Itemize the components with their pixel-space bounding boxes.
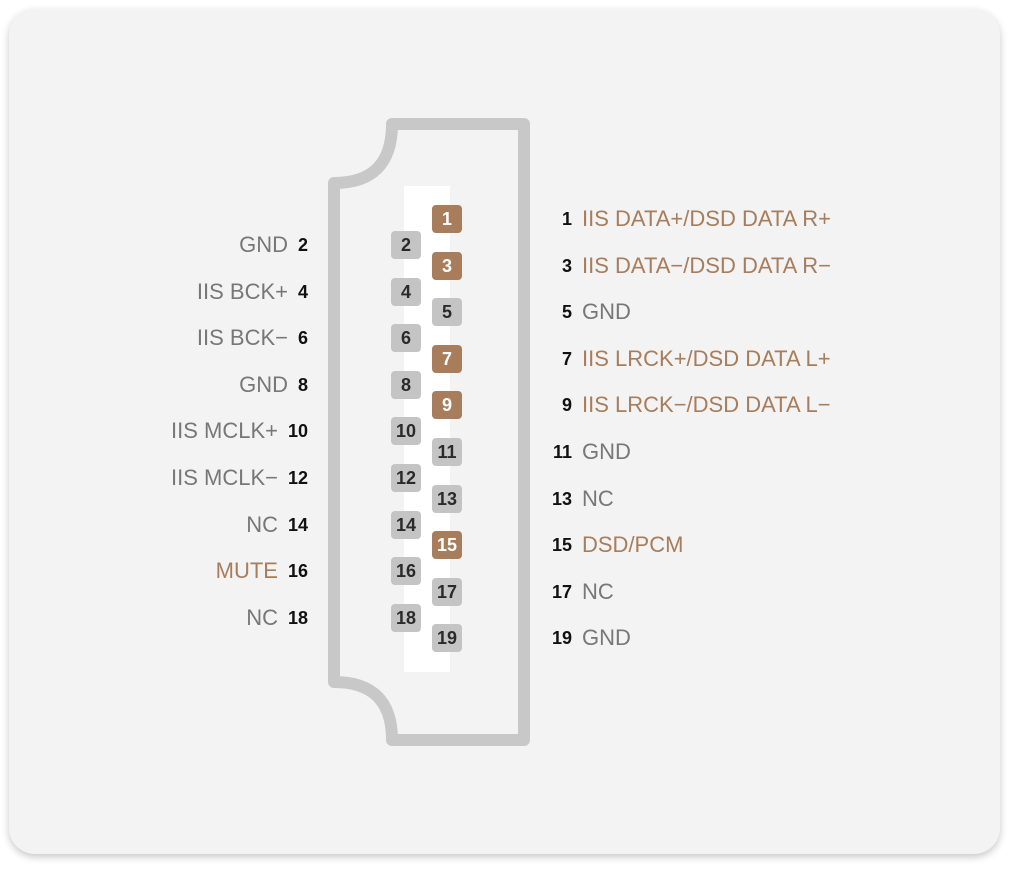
- pin-row-10: IIS MCLK+ 10: [171, 416, 308, 446]
- pin-label: IIS LRCK+/DSD DATA L+: [582, 346, 831, 371]
- pin-9: 9: [432, 391, 462, 419]
- pin-label: DSD/PCM: [582, 532, 684, 557]
- pin-row-4: IIS BCK+ 4: [197, 277, 308, 307]
- pin-number: 16: [287, 560, 308, 581]
- pin-label: GND: [239, 232, 288, 257]
- pin-6: 6: [391, 324, 421, 352]
- pin-label: GND: [582, 299, 631, 324]
- pin-row-9: 9 IIS LRCK−/DSD DATA L−: [540, 390, 831, 420]
- pin-row-3: 3 IIS DATA−/DSD DATA R−: [540, 251, 831, 281]
- pin-label: IIS BCK+: [196, 279, 288, 304]
- pin-number: 6: [297, 327, 308, 348]
- pin-7: 7: [432, 345, 462, 373]
- pin-3: 3: [432, 252, 462, 280]
- pin-row-17: 17 NC: [540, 577, 614, 607]
- pin-label: NC: [246, 605, 278, 630]
- pin-label: GND: [239, 372, 288, 397]
- pin-number: 5: [561, 301, 572, 322]
- pin-label: MUTE: [215, 558, 278, 583]
- pin-number: 2: [297, 234, 308, 255]
- pin-number: 8: [297, 374, 308, 395]
- pin-label: IIS LRCK−/DSD DATA L−: [582, 392, 831, 417]
- pin-label: NC: [582, 579, 614, 604]
- pin-row-6: IIS BCK− 6: [197, 323, 308, 353]
- pin-4: 4: [391, 278, 421, 306]
- pin-label: NC: [582, 486, 614, 511]
- pin-row-16: MUTE 16: [216, 556, 308, 586]
- pin-8: 8: [391, 371, 421, 399]
- pin-11: 11: [432, 438, 462, 466]
- pin-number: 19: [551, 627, 572, 648]
- pin-label: GND: [582, 625, 631, 650]
- pin-number: 3: [561, 255, 572, 276]
- pin-number: 4: [297, 281, 308, 302]
- pin-number: 12: [287, 467, 308, 488]
- pin-label: IIS BCK−: [196, 325, 288, 350]
- pin-10: 10: [391, 417, 421, 445]
- pin-number: 11: [552, 441, 572, 462]
- pin-label: IIS DATA+/DSD DATA R+: [582, 206, 831, 231]
- pin-13: 13: [432, 485, 462, 513]
- pin-row-15: 15 DSD/PCM: [540, 530, 683, 560]
- pin-label: IIS MCLK+: [170, 418, 278, 443]
- pin-number: 18: [287, 607, 308, 628]
- pin-label: GND: [582, 439, 631, 464]
- pin-number: 1: [561, 208, 572, 229]
- connector-shell: [328, 118, 530, 746]
- pin-row-1: 1 IIS DATA+/DSD DATA R+: [540, 204, 831, 234]
- diagram-card: [9, 9, 1000, 854]
- pin-label: NC: [246, 512, 278, 537]
- pin-1: 1: [432, 205, 462, 233]
- pin-label: IIS DATA−/DSD DATA R−: [582, 253, 831, 278]
- pin-5: 5: [432, 298, 462, 326]
- pin-number: 10: [287, 420, 308, 441]
- pin-15: 15: [432, 531, 462, 559]
- pin-number: 14: [287, 514, 308, 535]
- pin-row-8: GND 8: [239, 370, 308, 400]
- pin-row-5: 5 GND: [540, 297, 631, 327]
- pin-number: 15: [551, 534, 572, 555]
- pin-14: 14: [391, 511, 421, 539]
- pin-row-14: NC 14: [246, 510, 308, 540]
- pin-12: 12: [391, 464, 421, 492]
- pin-number: 13: [551, 488, 572, 509]
- pin-16: 16: [391, 557, 421, 585]
- pin-18: 18: [391, 604, 421, 632]
- pin-row-7: 7 IIS LRCK+/DSD DATA L+: [540, 344, 831, 374]
- pin-row-19: 19 GND: [540, 623, 631, 653]
- pin-row-2: GND 2: [239, 230, 308, 260]
- pin-19: 19: [432, 624, 462, 652]
- pin-number: 7: [561, 348, 572, 369]
- pin-row-12: IIS MCLK− 12: [171, 463, 308, 493]
- pin-row-18: NC 18: [246, 603, 308, 633]
- pin-2: 2: [391, 231, 421, 259]
- pin-number: 9: [561, 394, 572, 415]
- pin-number: 17: [551, 581, 572, 602]
- pin-row-13: 13 NC: [540, 484, 614, 514]
- pin-label: IIS MCLK−: [170, 465, 278, 490]
- pin-17: 17: [432, 578, 462, 606]
- pin-row-11: 11 GND: [540, 437, 631, 467]
